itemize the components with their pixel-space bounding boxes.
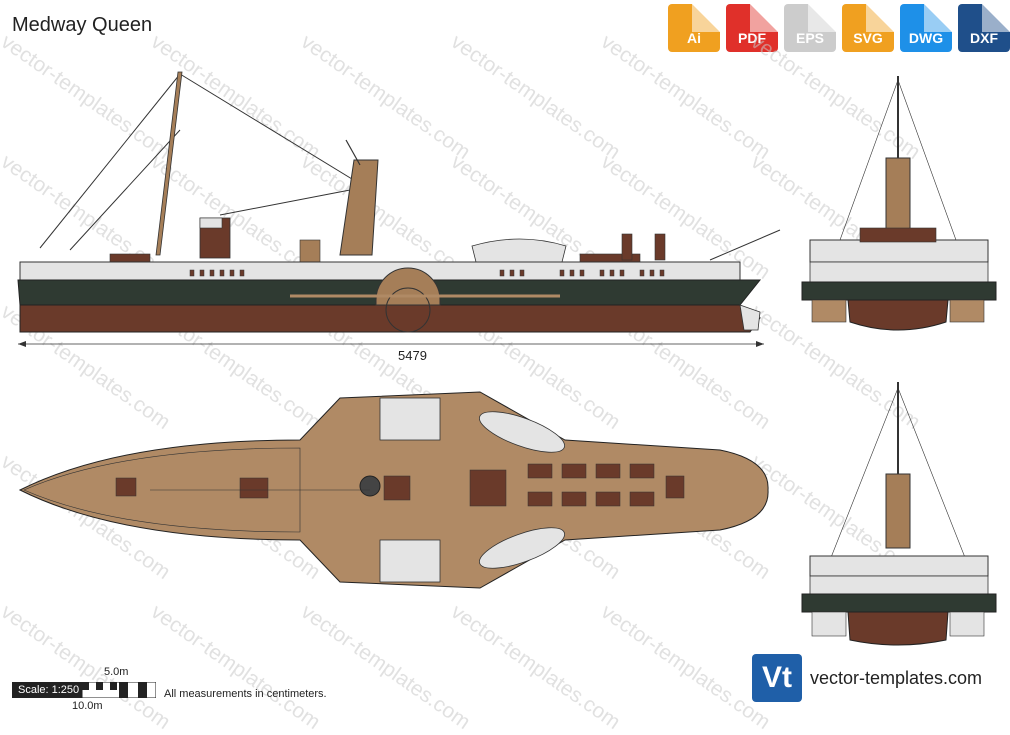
page-title: Medway Queen: [12, 14, 153, 36]
format-label: DWG: [908, 30, 944, 46]
format-label: DXF: [970, 30, 998, 46]
front-view: [801, 76, 997, 331]
format-pdf-icon[interactable]: PDF: [726, 4, 778, 52]
measurement-note: All measurements in centimeters.: [164, 688, 327, 700]
format-label: SVG: [853, 30, 883, 46]
brand-link[interactable]: vector-templates.com: [810, 668, 983, 688]
side-view: [17, 71, 781, 347]
ship-drawing: [17, 71, 997, 646]
format-ai-icon[interactable]: Ai: [668, 4, 720, 52]
format-dwg-icon[interactable]: DWG: [900, 4, 952, 52]
scale-label: Scale: 1:250: [12, 682, 86, 698]
format-svg-icon[interactable]: SVG: [842, 4, 894, 52]
top-view: [18, 391, 769, 589]
format-eps-icon[interactable]: EPS: [784, 4, 836, 52]
format-badges: Ai PDF EPS SVG DWG DXF: [668, 4, 1010, 52]
format-label: PDF: [738, 30, 766, 46]
scale-small-label: 5.0m: [104, 666, 129, 678]
scale-bar: [82, 682, 156, 698]
format-dxf-icon[interactable]: DXF: [958, 4, 1010, 52]
rear-view: [801, 382, 997, 646]
length-dimension-label: 5479: [398, 348, 427, 363]
scale-large-label: 10.0m: [72, 700, 103, 712]
vt-logo-icon[interactable]: Vt: [752, 654, 802, 702]
format-label: Ai: [687, 30, 701, 46]
format-label: EPS: [795, 30, 824, 46]
